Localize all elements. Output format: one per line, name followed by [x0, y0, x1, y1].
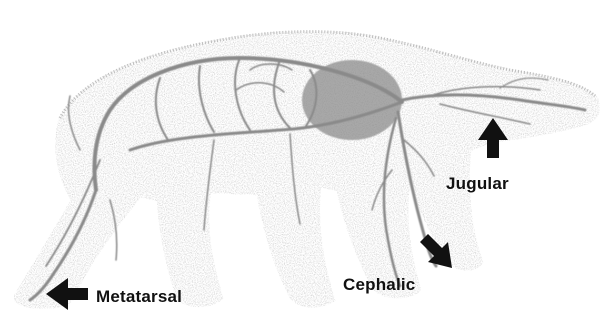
cephalic-label: Cephalic	[343, 275, 415, 295]
heart-region	[302, 60, 402, 140]
metatarsal-label: Metatarsal	[96, 287, 182, 307]
jugular-label: Jugular	[446, 174, 509, 194]
animal-silhouette	[14, 32, 599, 308]
body-outline	[14, 32, 599, 308]
